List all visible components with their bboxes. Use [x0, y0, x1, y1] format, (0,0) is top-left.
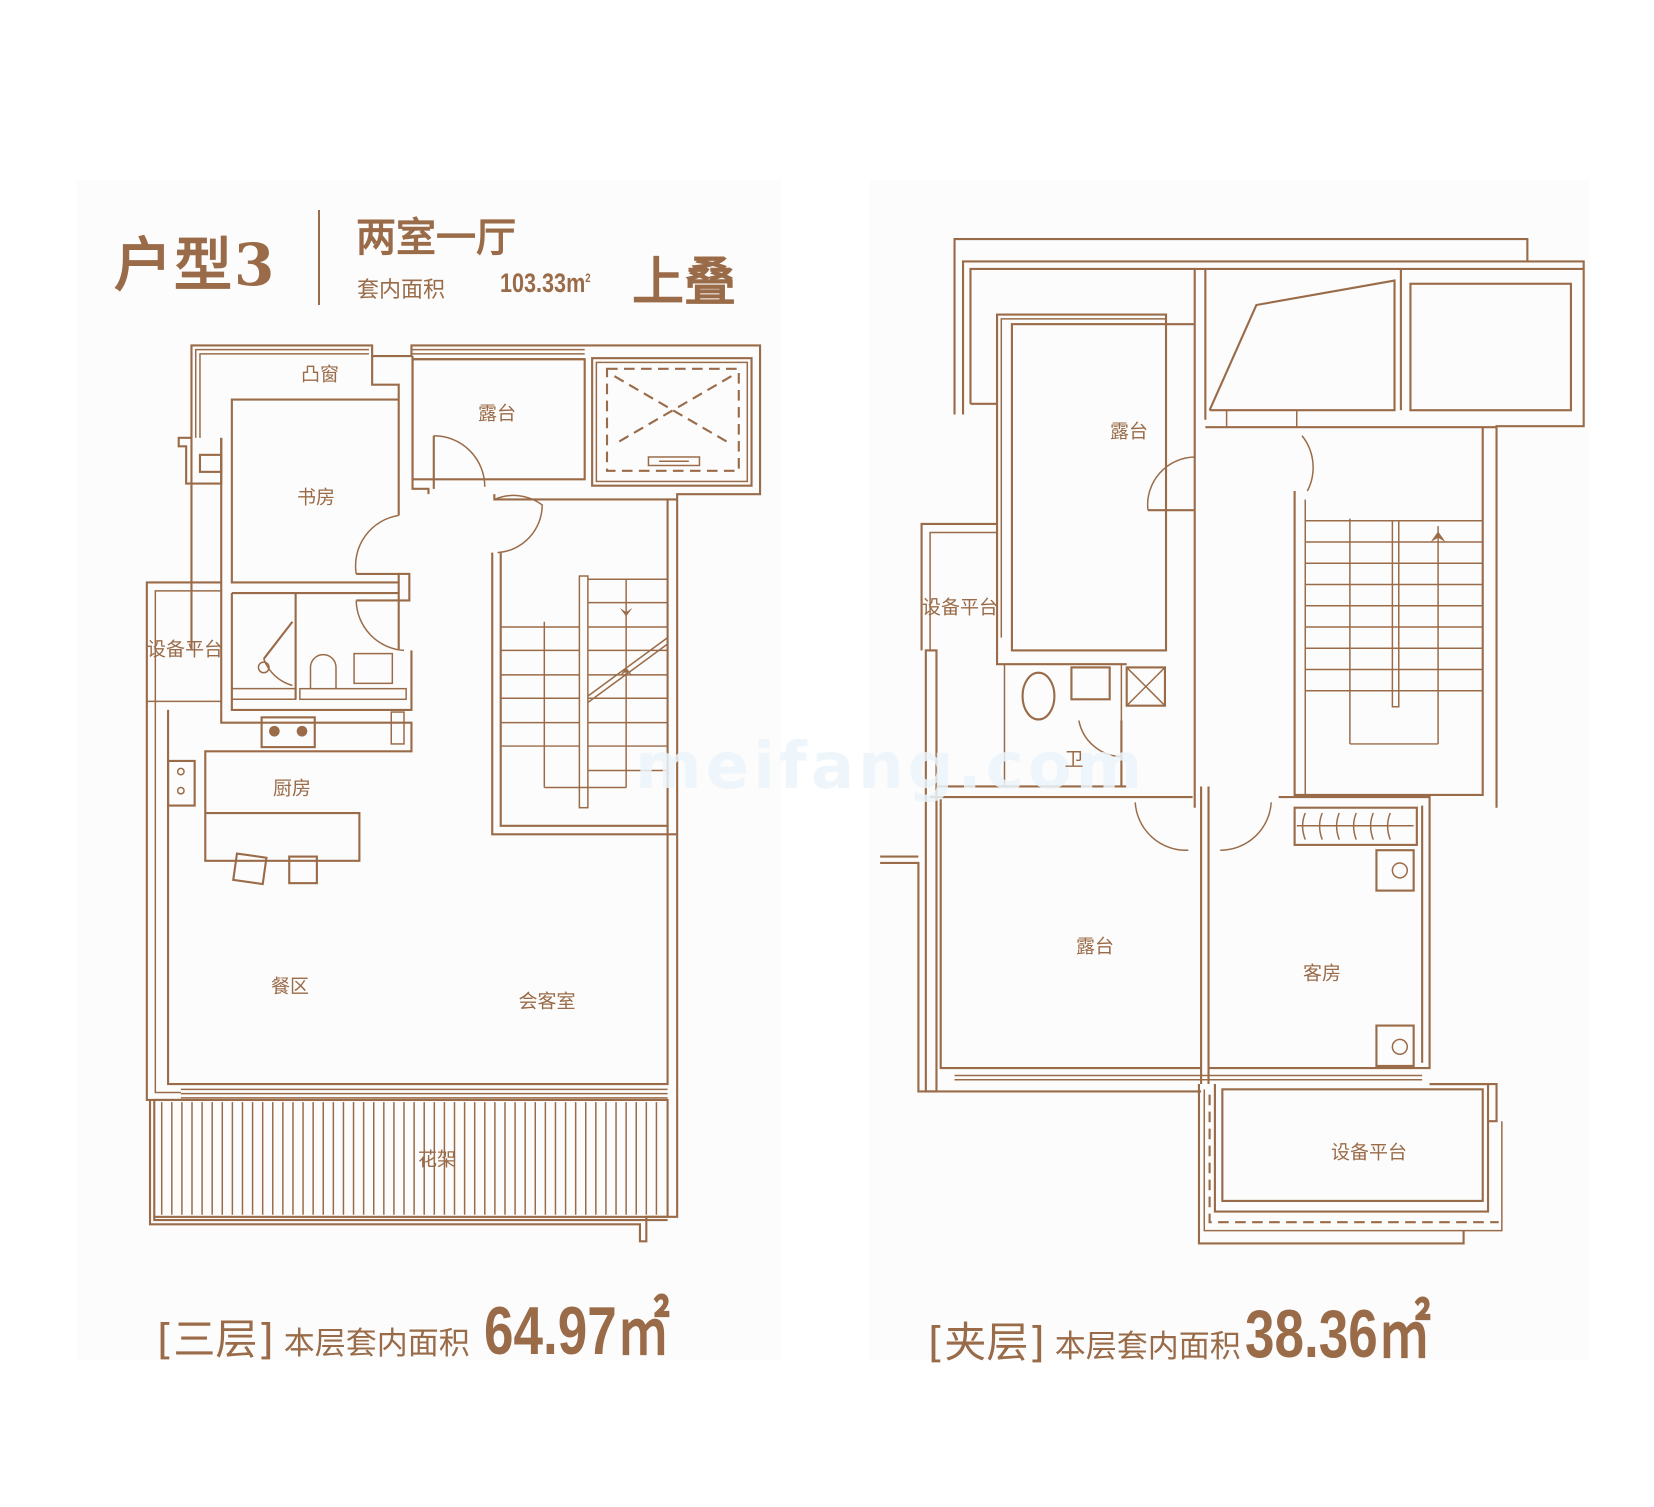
total-area-label: 套内面积	[357, 278, 446, 303]
third-floor-area-desc: 本层套内面积	[283, 1326, 470, 1362]
third-floor-label: [三层]	[157, 1315, 274, 1364]
room-label-equipment-platform-lower: 设备平台	[1330, 1141, 1408, 1164]
total-area-number: 103.33m	[500, 268, 586, 298]
mezzanine-area-value: 38.36㎡	[1244, 1296, 1431, 1372]
room-label-study: 书房	[296, 486, 336, 509]
watermark: meifang.com	[635, 730, 1147, 804]
room-label-reception: 会客室	[518, 990, 576, 1013]
mezzanine-label: [夹层]	[928, 1318, 1045, 1367]
room-label-equipment-platform-left: 设备平台	[921, 596, 999, 619]
room-label-terrace: 露台	[477, 402, 517, 425]
room-label-guest-room: 客房	[1302, 962, 1342, 985]
room-label-terrace-upper: 露台	[1109, 420, 1149, 443]
stack-type-title: 上叠	[632, 252, 737, 313]
unit-type-title: 户型3	[114, 231, 277, 299]
room-label-dining: 餐区	[270, 975, 310, 998]
room-label-equipment-platform: 设备平台	[146, 638, 224, 661]
room-label-flower-rack: 花架	[417, 1148, 457, 1171]
layout-title: 两室一厅	[356, 214, 516, 261]
third-floor-area-value: 64.97㎡	[483, 1293, 670, 1369]
room-label-bathroom: 卫	[1064, 748, 1084, 771]
third-floor-plan	[145, 344, 762, 1243]
total-area-value: 103.33m2	[500, 268, 591, 299]
mezzanine-caption: [夹层] 本层套内面积 38.36㎡	[928, 1278, 1483, 1377]
third-floor-caption: [三层] 本层套内面积 64.97㎡	[157, 1275, 722, 1374]
right-panel-background	[870, 180, 1590, 1360]
mezzanine-plan	[880, 238, 1585, 1245]
room-label-terrace-lower: 露台	[1075, 935, 1115, 958]
total-area-unit-sup: 2	[585, 271, 591, 285]
header-divider	[318, 210, 320, 305]
room-label-kitchen: 厨房	[272, 777, 312, 800]
mezzanine-area-desc: 本层套内面积	[1054, 1329, 1241, 1365]
room-label-bay-window: 凸窗	[300, 363, 340, 386]
